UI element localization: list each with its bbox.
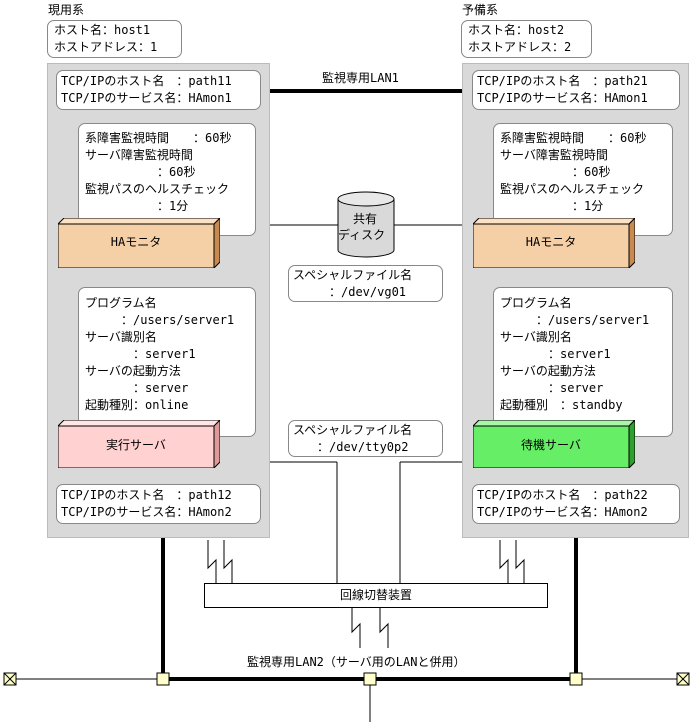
primary-monitor-line: 監視パスのヘルスチェック — [85, 182, 230, 196]
standby-title: 予備系 — [462, 3, 499, 17]
primary-program-line: プログラム名 — [85, 296, 157, 310]
line-switch-device: 回線切替装置 — [204, 583, 548, 608]
standby-program-line: サーバの起動方法 — [500, 364, 596, 378]
primary-tcp-service-2: TCP/IPのサービス名：HAmon2 — [61, 505, 232, 519]
primary-program-line: サーバの起動方法 — [85, 364, 181, 378]
special-file-disk: スペシャルファイル名 ：/dev/vg01 — [288, 265, 443, 302]
standby-program-line: サーバ識別名 — [500, 330, 572, 344]
shared-disk-label-2: ディスク — [338, 228, 386, 242]
standby-program-line: ：server — [500, 381, 604, 395]
lan1-label: 監視専用LAN1 — [322, 71, 399, 85]
primary-tcp-top: TCP/IPのホスト名 ：path11 TCP/IPのサービス名：HAmon1 — [56, 70, 261, 110]
primary-program-line: ：server — [85, 381, 189, 395]
standby-monitor-line: 系障害監視時間 ：60秒 — [500, 131, 647, 145]
standby-monitor-line: ：60秒 — [500, 165, 611, 179]
standby-monitor-line: サーバ障害監視時間 — [500, 148, 608, 162]
primary-host-name: ホスト名：host1 — [54, 23, 151, 37]
lan2-label: 監視専用LAN2（サーバ用のLANと併用） — [247, 655, 466, 669]
standby-ha-monitor-label: HAモニタ — [525, 235, 577, 249]
primary-ha-monitor: HAモニタ — [58, 218, 220, 268]
standby-tcp-top: TCP/IPのホスト名 ：path21 TCP/IPのサービス名：HAmon1 — [472, 70, 680, 110]
standby-tcp-service-2: TCP/IPのサービス名：HAmon2 — [477, 505, 648, 519]
special-file-disk-label: スペシャルファイル名 — [293, 268, 413, 282]
lan-node-right-end-icon — [676, 672, 690, 686]
primary-program-line: ：server1 — [85, 347, 196, 361]
primary-tcp-host-2: TCP/IPのホスト名 ：path12 — [61, 488, 232, 502]
shared-disk-label-1: 共有 — [353, 212, 378, 226]
primary-ha-monitor-label: HAモニタ — [110, 235, 162, 249]
primary-program-line: ：/users/server1 — [85, 313, 235, 327]
primary-server-label: 実行サーバ — [106, 438, 166, 452]
standby-monitor-line: ：1分 — [500, 199, 604, 213]
standby-tcp-service: TCP/IPのサービス名：HAmon1 — [477, 91, 648, 105]
primary-host-address: ホストアドレス：1 — [54, 40, 158, 54]
primary-monitor-times: 系障害監視時間 ：60秒 サーバ障害監視時間 ：60秒 監視パスのヘルスチェック… — [78, 123, 256, 236]
lan-node-left — [156, 672, 170, 686]
special-file-tty-path: ：/dev/tty0p2 — [293, 440, 409, 454]
primary-monitor-line: ：60秒 — [85, 165, 196, 179]
line-switch-label: 回線切替装置 — [339, 588, 412, 602]
primary-program-line: サーバ識別名 — [85, 330, 157, 344]
primary-program-info: プログラム名 ：/users/server1 サーバ識別名 ：server1 サ… — [78, 287, 256, 437]
special-file-tty: スペシャルファイル名 ：/dev/tty0p2 — [288, 420, 443, 457]
standby-host-address: ホストアドレス：2 — [468, 40, 572, 54]
shared-disk-icon — [337, 191, 395, 258]
standby-program-line: ：server1 — [500, 347, 611, 361]
special-file-tty-label: スペシャルファイル名 — [293, 423, 413, 437]
standby-host-info: ホスト名：host2 ホストアドレス：2 — [461, 20, 592, 58]
special-file-disk-path: ：/dev/vg01 — [293, 285, 407, 299]
standby-wait-server: 待機サーバ — [473, 420, 635, 468]
standby-host-name: ホスト名：host2 — [468, 23, 565, 37]
standby-tcp-bottom: TCP/IPのホスト名 ：path22 TCP/IPのサービス名：HAmon2 — [472, 484, 680, 524]
primary-host-info: ホスト名：host1 ホストアドレス：1 — [47, 20, 182, 58]
standby-program-line: ：/users/server1 — [500, 313, 650, 327]
standby-tcp-host-2: TCP/IPのホスト名 ：path22 — [477, 488, 648, 502]
standby-program-line: プログラム名 — [500, 296, 572, 310]
standby-program-line: 起動種別 ：standby — [500, 398, 623, 412]
lan-node-left-end-icon — [3, 672, 17, 686]
primary-monitor-line: サーバ障害監視時間 — [85, 148, 193, 162]
primary-title: 現用系 — [48, 3, 85, 17]
standby-tcp-host: TCP/IPのホスト名 ：path21 — [477, 74, 648, 88]
primary-tcp-bottom: TCP/IPのホスト名 ：path12 TCP/IPのサービス名：HAmon2 — [56, 484, 261, 524]
standby-monitor-times: 系障害監視時間 ：60秒 サーバ障害監視時間 ：60秒 監視パスのヘルスチェック… — [493, 123, 673, 236]
primary-monitor-line: ：1分 — [85, 199, 189, 213]
standby-ha-monitor: HAモニタ — [473, 218, 635, 268]
primary-monitor-line: 系障害監視時間 ：60秒 — [85, 131, 232, 145]
primary-tcp-service: TCP/IPのサービス名：HAmon1 — [61, 91, 232, 105]
lan-node-center — [363, 672, 377, 686]
primary-program-line: 起動種別：online — [85, 398, 189, 412]
standby-monitor-line: 監視パスのヘルスチェック — [500, 182, 645, 196]
primary-tcp-host: TCP/IPのホスト名 ：path11 — [61, 74, 232, 88]
primary-run-server: 実行サーバ — [58, 420, 220, 468]
standby-program-info: プログラム名 ：/users/server1 サーバ識別名 ：server1 サ… — [493, 287, 673, 437]
standby-server-label: 待機サーバ — [521, 438, 581, 452]
lan-node-right — [569, 672, 583, 686]
